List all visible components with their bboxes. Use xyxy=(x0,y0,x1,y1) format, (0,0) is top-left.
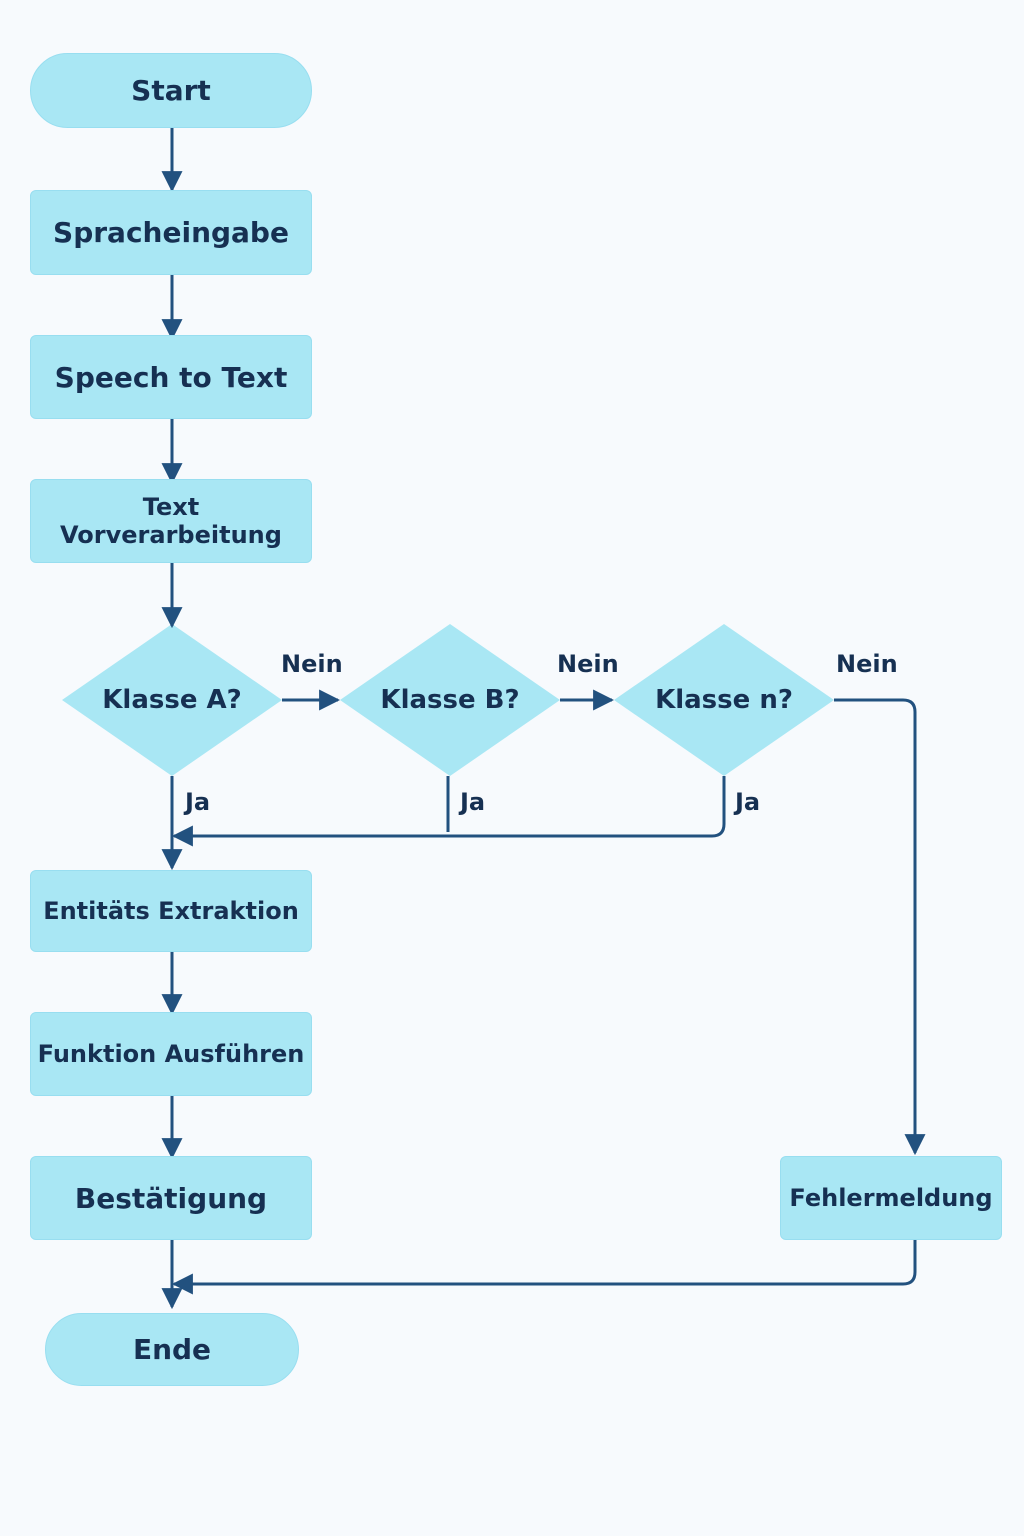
connector-error-to-end xyxy=(171,1240,917,1295)
decision-diamond-b xyxy=(340,624,560,776)
end-node: Ende xyxy=(45,1313,299,1386)
error-message-node: Fehlermeldung xyxy=(780,1156,1002,1240)
label-yes-n: Ja xyxy=(735,788,761,816)
text-preprocessing-node: Text Vorverarbeitung xyxy=(30,479,312,563)
label-no-b: Nein xyxy=(557,650,619,678)
execute-function-node: Funktion Ausführen xyxy=(30,1012,312,1096)
decision-a-label: Klasse A? xyxy=(102,685,242,715)
speech-input-node: Spracheingabe xyxy=(30,190,312,275)
entity-extraction-node: Entitäts Extraktion xyxy=(30,870,312,952)
decision-b-label: Klasse B? xyxy=(380,685,520,715)
connector-n-to-error xyxy=(834,698,926,1156)
label-yes-a: Ja xyxy=(185,788,211,816)
confirmation-node: Bestätigung xyxy=(30,1156,312,1240)
speech-to-text-node: Speech to Text xyxy=(30,335,312,419)
start-node: Start xyxy=(30,53,312,128)
label-yes-b: Ja xyxy=(460,788,486,816)
label-no-a: Nein xyxy=(281,650,343,678)
label-no-n: Nein xyxy=(836,650,898,678)
decision-diamond-n xyxy=(614,624,834,776)
decision-n-label: Klasse n? xyxy=(655,685,793,715)
connector-n-yes xyxy=(171,776,726,847)
decision-diamond-a xyxy=(62,624,282,776)
